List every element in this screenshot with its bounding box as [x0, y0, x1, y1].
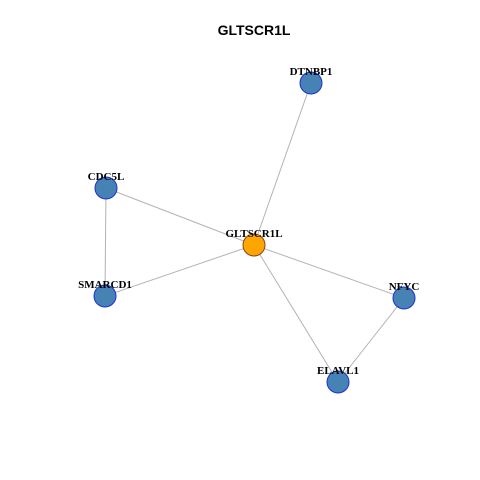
node-nfyc[interactable]	[392, 286, 416, 310]
node-label-gltscr1l: GLTSCR1L	[225, 228, 282, 240]
node-label-nfyc: NFYC	[389, 281, 420, 293]
edge-gltscr1l-elavl1	[253, 244, 339, 383]
node-gltscr1l[interactable]	[242, 233, 266, 257]
edge-gltscr1l-nfyc	[253, 244, 405, 299]
edge-nfyc-elavl1	[337, 297, 405, 383]
node-label-dtnbp1: DTNBP1	[290, 66, 333, 78]
edge-gltscr1l-dtnbp1	[253, 82, 312, 246]
nodes-layer	[93, 71, 416, 394]
edge-cdc5l-smarcd1	[104, 187, 107, 297]
node-label-smarcd1: SMARCD1	[78, 279, 132, 291]
edge-gltscr1l-cdc5l	[105, 187, 255, 246]
node-smarcd1[interactable]	[93, 284, 117, 308]
node-elavl1[interactable]	[326, 370, 350, 394]
node-dtnbp1[interactable]	[299, 71, 323, 95]
edge-gltscr1l-smarcd1	[104, 244, 255, 297]
node-label-cdc5l: CDC5L	[88, 171, 125, 183]
edges-layer	[104, 82, 405, 383]
node-cdc5l[interactable]	[94, 176, 118, 200]
node-label-elavl1: ELAVL1	[317, 365, 359, 377]
diagram-title: GLTSCR1L	[218, 22, 291, 38]
